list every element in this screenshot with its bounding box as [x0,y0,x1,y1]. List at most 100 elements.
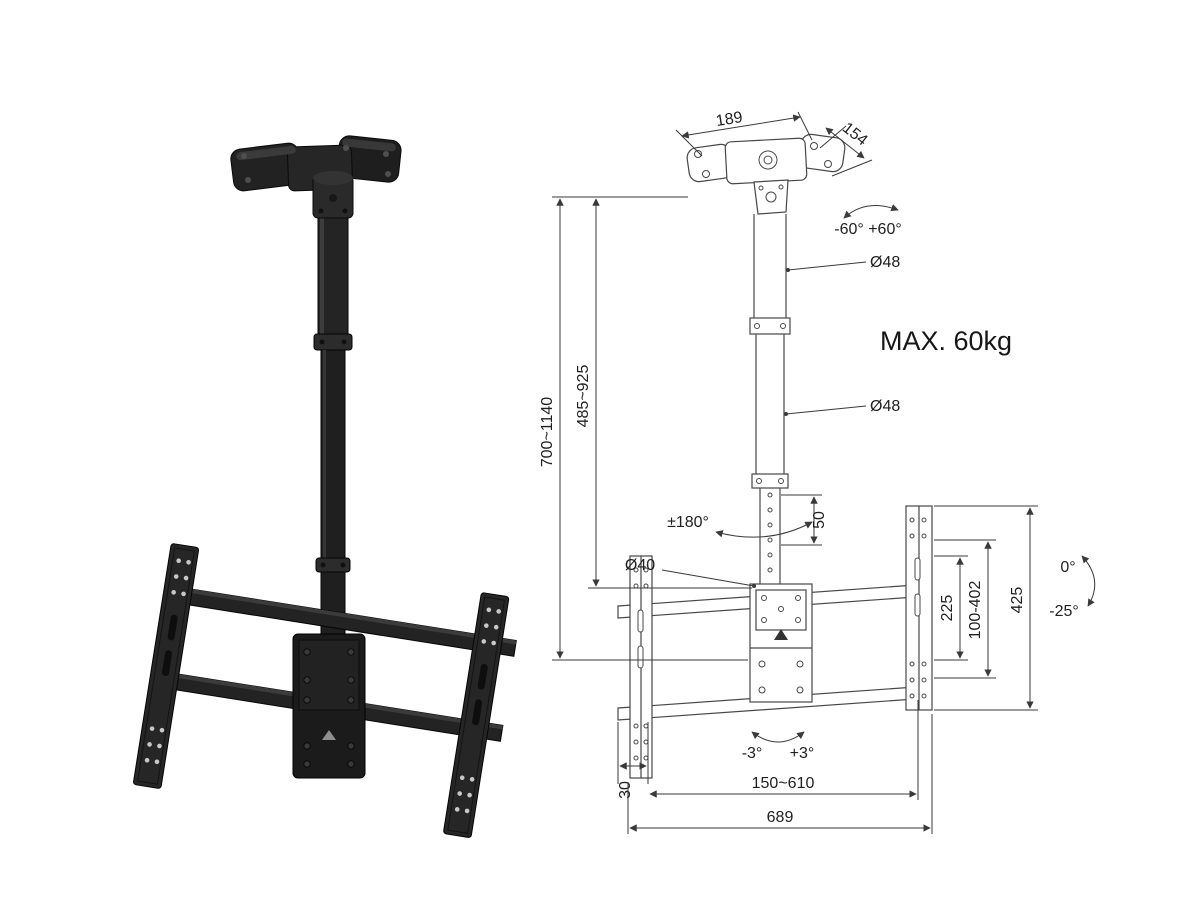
dim-label-bottom-pole-diameter: Ø40 [625,557,655,574]
vesa-hole [157,743,162,749]
vesa-hole [909,693,915,699]
vesa-hole [643,755,649,761]
vesa-hole [643,567,649,573]
vesa-hole [633,567,639,573]
vesa-hole [154,759,160,765]
collar-bolt [341,339,347,345]
plate-hole [758,660,766,668]
screw [303,676,311,684]
vesa-hole [921,533,927,539]
hub-pivot-hole-inner [763,155,773,165]
collar-bolt [778,478,784,484]
adapter-hole [761,595,767,601]
vesa-slot [914,557,921,581]
vesa-hole [496,609,501,614]
vesa-hole [181,591,186,597]
center-mount-plate [292,633,366,779]
vesa-slot [472,699,483,726]
mount-hole [383,151,389,157]
vesa-hole [643,583,649,589]
vesa-hole [909,517,915,523]
mount-hole [824,160,832,168]
dim-label-level-left: -3° [742,745,763,762]
vesa-hole [921,693,927,699]
vesa-hole [469,777,475,782]
dim-label-vesa-height-range: 100-402 [967,581,984,640]
vesa-hole [921,517,927,523]
adjust-hole [767,522,773,528]
leader-dot [752,584,756,588]
hub-bolt [342,208,348,214]
vesa-slot [477,663,488,690]
vesa-hole [173,574,179,579]
dim-label-rotation-range: ±180° [667,514,709,531]
tech-right-bracket [905,505,933,711]
product-render [133,135,517,838]
plate-hole [758,686,766,694]
plate-hole [796,686,804,694]
vesa-hole [909,533,915,539]
alignment-arrow-icon [774,629,788,640]
mount-pole [313,215,353,639]
ceiling-mount-plate [230,135,402,219]
tech-pole [749,214,791,584]
dim-label-overall-height: 700~1140 [539,397,556,468]
vesa-hole [921,661,927,667]
dimensions: 189 154 -60° +60° Ø48 Ø48 MAX. 60kg 700 [539,109,1096,834]
adapter-hole [795,595,801,601]
dim-label-upper-pole-diameter: Ø48 [870,254,900,271]
adapter-hole [778,606,784,612]
vesa-hole [643,723,649,729]
dim-line-189 [681,114,801,139]
vesa-hole [464,808,470,814]
vesa-hole [633,755,639,761]
mount-hole [810,142,818,150]
rail-highlight [170,585,517,645]
screw [303,696,311,704]
collar-bolt [780,323,786,329]
mount-hole [385,171,391,177]
vesa-slot [914,593,921,617]
leader-dot [784,412,788,416]
bracket-inner-line [137,547,195,785]
vesa-hole [493,624,499,630]
adapter-hole [795,617,801,623]
plate-top-face [342,138,396,152]
swivel-arrow-icon [843,204,899,219]
vesa-hole [183,575,189,581]
adapter-hole [761,617,767,623]
vesa-hole [643,739,649,745]
level-arrow-icon [751,731,805,743]
vesa-hole [159,727,165,733]
hub-pivot [329,194,337,202]
vesa-hole [459,775,465,781]
vesa-hole [633,739,639,745]
dim-label-rail-offset: 30 [617,781,634,799]
dim-label-lower-pole-diameter: Ø48 [870,398,900,415]
screw [347,760,355,768]
pole-highlight [320,216,324,336]
tech-ceiling-plate [686,133,846,215]
dim-label-tilt-down: -25° [1049,603,1079,620]
vesa-hole [454,807,460,812]
dim-label-pole-length: 485~925 [575,365,592,428]
left-vesa-bracket [133,543,200,789]
vesa-hole [186,559,191,565]
screw [347,696,355,704]
mount-hole [241,153,247,159]
ext-line [675,129,703,157]
vesa-hole [484,623,489,628]
brand-logo [322,730,336,740]
adjust-hole [767,507,773,513]
hub-bolt-hole [778,184,784,190]
right-vesa-bracket [443,592,510,838]
vesa-hole [909,677,915,683]
tech-collar-upper [749,317,791,335]
screw [347,676,355,684]
screw [303,742,311,750]
screw [347,742,355,750]
leader-line [787,261,867,271]
vesa-hole [467,792,472,798]
mount-hole [694,150,702,158]
